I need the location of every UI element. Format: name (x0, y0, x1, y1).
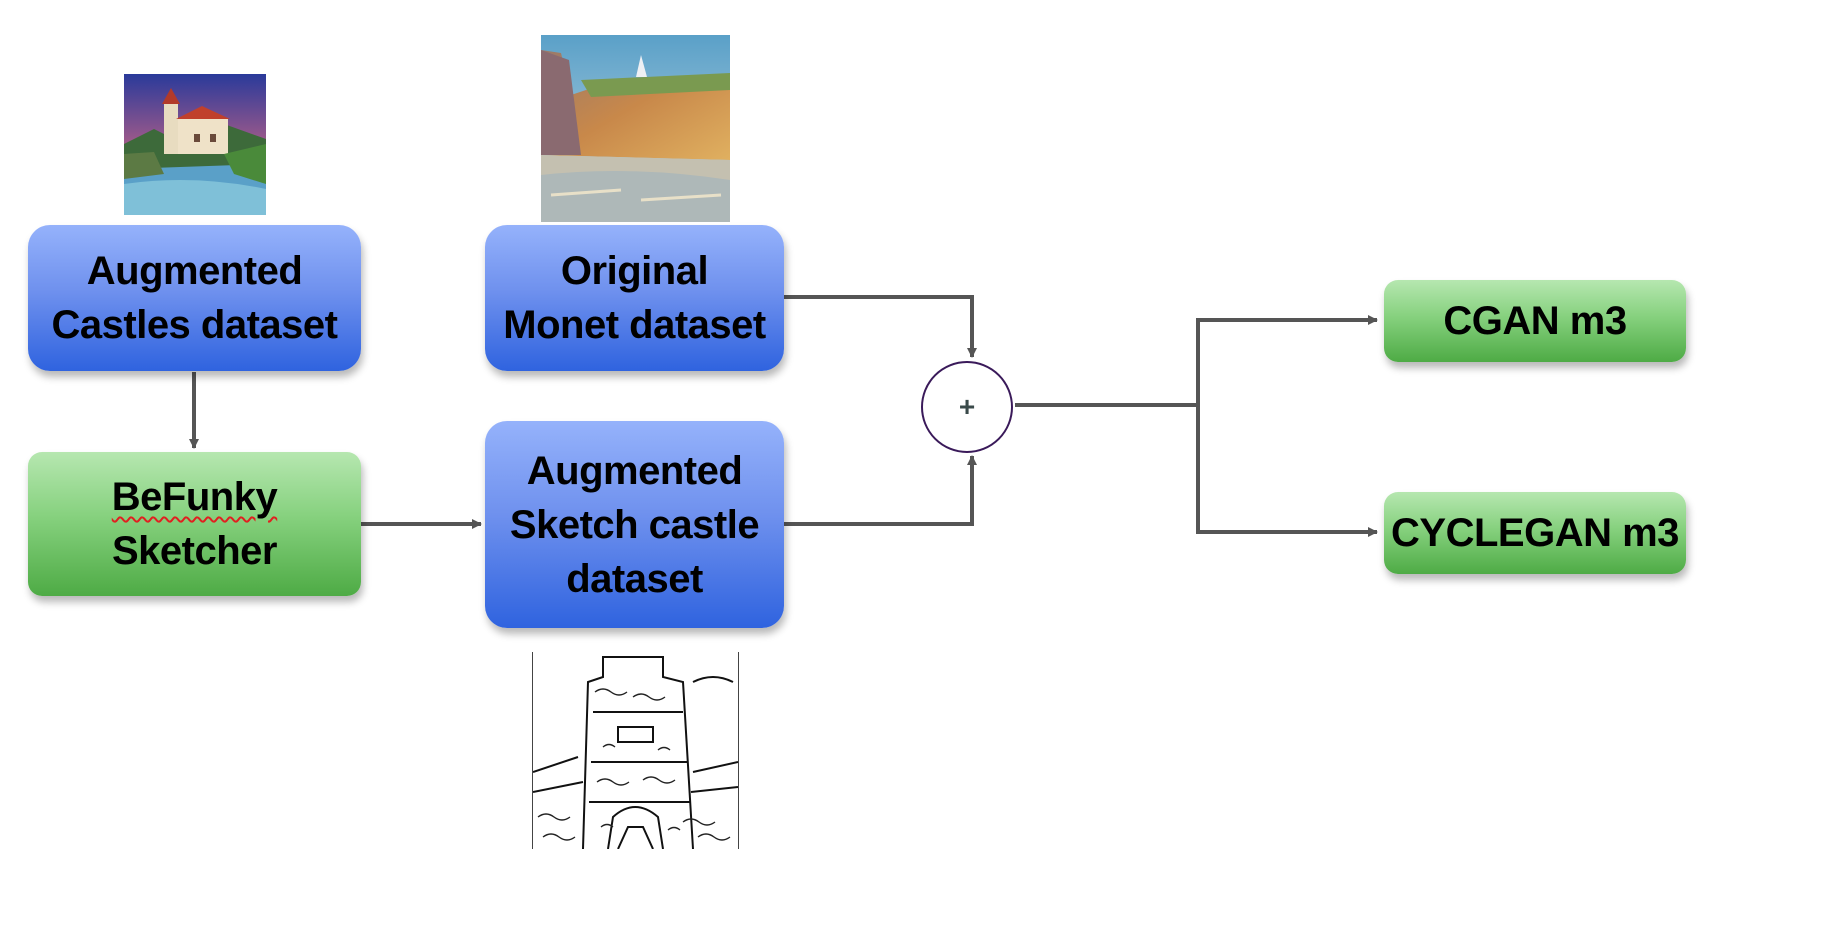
combine-symbol: + (958, 391, 976, 422)
original-monet-line1: Original (560, 249, 709, 293)
castle-painting-image (124, 74, 266, 215)
arrow-monet-to-combine (784, 295, 977, 358)
original-monet-line2: Monet dataset (503, 303, 766, 347)
cyclegan-m3-box: CYCLEGAN m3 (1384, 492, 1686, 574)
augmented-sketch-castle-dataset-box: Augmented Sketch castle dataset (485, 421, 784, 628)
monet-cliffs-image (541, 35, 730, 222)
augmented-castles-line2: Castles dataset (51, 303, 338, 347)
cgan-m3-box: CGAN m3 (1384, 280, 1686, 362)
cgan-m3-label: CGAN m3 (1443, 299, 1627, 343)
augmented-castles-line1: Augmented (86, 249, 303, 293)
original-monet-dataset-box: Original Monet dataset (485, 225, 784, 371)
castle-sketch-image (532, 652, 739, 849)
augmented-sketch-line3: dataset (566, 556, 703, 601)
augmented-castles-dataset-box: Augmented Castles dataset (28, 225, 361, 371)
befunky-sketcher-line1: BeFunky (111, 475, 278, 519)
befunky-sketcher-box: BeFunky Sketcher (28, 452, 361, 596)
augmented-sketch-line1: Augmented (526, 448, 743, 493)
cyclegan-m3-label: CYCLEGAN m3 (1391, 511, 1679, 555)
augmented-sketch-line2: Sketch castle (509, 502, 760, 547)
arrow-split-to-cgan (1196, 315, 1378, 405)
arrow-sketch-to-combine (784, 455, 977, 526)
arrow-split-to-cyclegan (1196, 405, 1378, 537)
befunky-sketcher-line2: Sketcher (112, 529, 277, 573)
combine-node: + (921, 361, 1013, 453)
